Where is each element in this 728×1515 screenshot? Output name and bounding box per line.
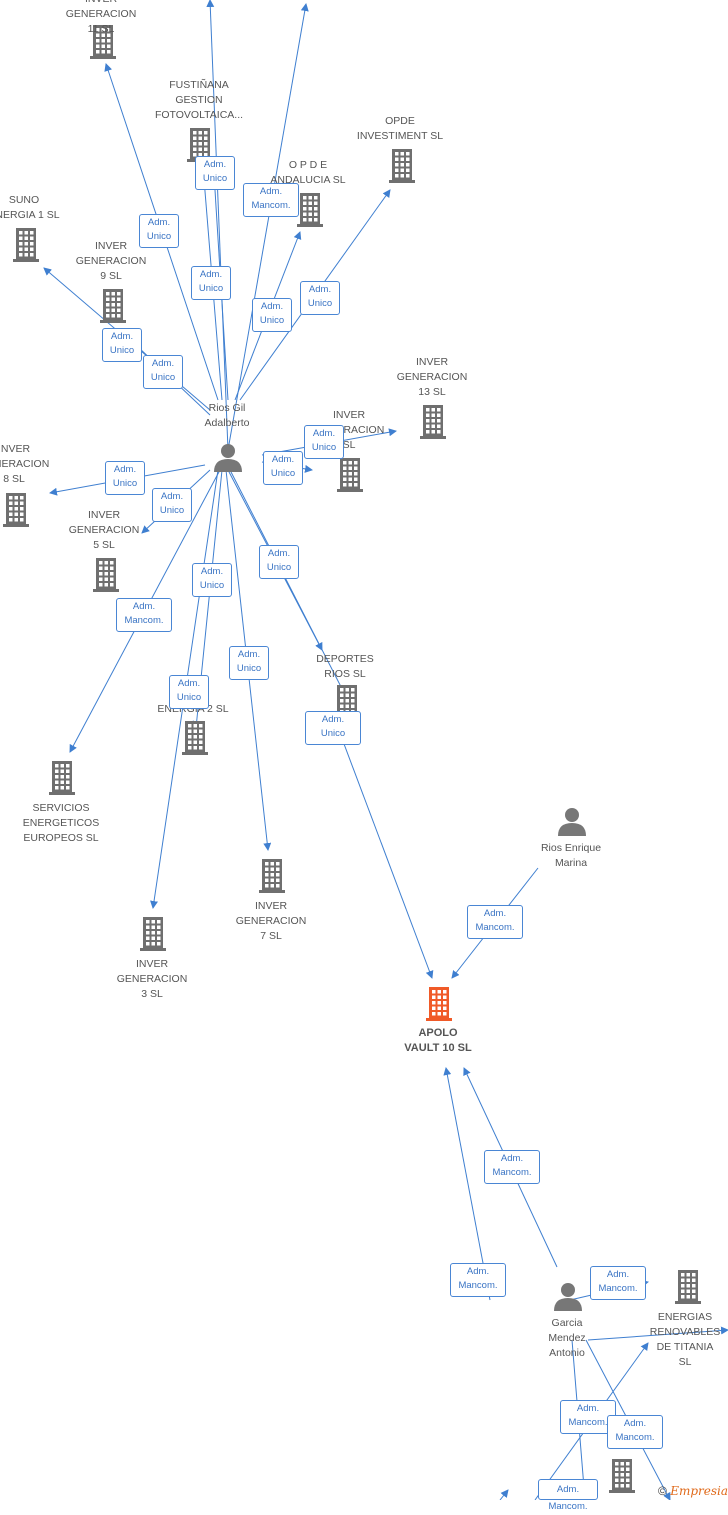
role-badge: Adm. Mancom. bbox=[116, 598, 172, 632]
role-badge: Adm. Unico bbox=[169, 675, 209, 709]
role-badge: Adm. Unico bbox=[139, 214, 179, 248]
role-badge: Adm. Unico bbox=[195, 156, 235, 190]
company-building-icon[interactable] bbox=[609, 1459, 635, 1493]
person-name-label[interactable]: Garcia Mendez Antonio bbox=[548, 1317, 586, 1359]
role-badge: Adm. Unico bbox=[191, 266, 231, 300]
company-building-icon[interactable] bbox=[337, 458, 363, 492]
role-badge: Adm. Unico bbox=[300, 281, 340, 315]
relation-edge bbox=[206, 0, 229, 451]
company-name-label[interactable]: FUSTIÑANA GESTION FOTOVOLTAICA... bbox=[154, 79, 244, 121]
role-badge: Adm. Unico bbox=[305, 711, 361, 745]
role-badge: Adm. Mancom. bbox=[467, 905, 523, 939]
company-building-icon[interactable] bbox=[13, 228, 39, 262]
role-badge: Adm. Unico bbox=[229, 646, 269, 680]
relation-edge bbox=[229, 469, 359, 721]
role-badge: Adm. Unico bbox=[105, 461, 145, 495]
footer-credit: © Empresia bbox=[658, 1484, 728, 1498]
relation-edge bbox=[587, 1326, 728, 1341]
role-badge: Adm. Unico bbox=[102, 328, 142, 362]
role-badge: Adm. Mancom. bbox=[607, 1415, 663, 1449]
company-name-label[interactable]: INVER GENERACION 5 SL bbox=[68, 509, 140, 551]
company-building-icon[interactable] bbox=[675, 1270, 701, 1304]
brand-logo[interactable]: Empresia bbox=[670, 1484, 728, 1498]
person-icon[interactable] bbox=[558, 808, 586, 836]
role-badge: Adm. Mancom. bbox=[590, 1266, 646, 1300]
company-name-label[interactable]: O P D E ANDALUCIA SL bbox=[270, 159, 346, 186]
role-badge: Adm. Unico bbox=[259, 545, 299, 579]
relation-edge bbox=[443, 1067, 491, 1301]
role-badge: Adm. Unico bbox=[143, 355, 183, 389]
role-badge: Adm. Mancom. bbox=[450, 1263, 506, 1297]
relation-edge bbox=[334, 719, 434, 979]
company-name-label[interactable]: SERVICIOS ENERGETICOS EUROPEOS SL bbox=[22, 802, 100, 844]
role-badge: Adm. Mancom. bbox=[538, 1479, 598, 1512]
role-badge: Adm. Unico bbox=[263, 451, 303, 485]
focus-company-icon[interactable] bbox=[426, 987, 452, 1021]
company-name-label[interactable]: INVER GENERACION 9 SL bbox=[75, 240, 147, 282]
copyright-symbol: © bbox=[658, 1484, 667, 1498]
company-building-icon[interactable] bbox=[49, 761, 75, 795]
relation-edge bbox=[227, 3, 309, 451]
company-name-label[interactable]: SUNO ENERGIA 1 SL bbox=[0, 194, 60, 221]
company-name-label[interactable]: ENERGIAS RENOVABLES DE TITANIA SL bbox=[649, 1311, 721, 1368]
company-building-icon[interactable] bbox=[297, 193, 323, 227]
company-name-label[interactable]: INVER GENERACION 11 SL bbox=[65, 0, 137, 35]
role-badge: Adm. Unico bbox=[152, 488, 192, 522]
company-building-icon[interactable] bbox=[259, 859, 285, 893]
company-name-label[interactable]: INVER GENERACION 13 SL bbox=[396, 356, 468, 398]
company-name-label[interactable]: APOLO VAULT 10 SL bbox=[404, 1027, 472, 1054]
role-badge: Adm. Unico bbox=[304, 425, 344, 459]
company-building-icon[interactable] bbox=[3, 493, 29, 527]
company-building-icon[interactable] bbox=[389, 149, 415, 183]
role-badge: Adm. Mancom. bbox=[484, 1150, 540, 1184]
role-badge: Adm. Unico bbox=[252, 298, 292, 332]
company-building-icon[interactable] bbox=[420, 405, 446, 439]
person-icon[interactable] bbox=[554, 1283, 582, 1311]
relation-edge bbox=[499, 1489, 509, 1500]
company-name-label[interactable]: INVER GENERACION 3 SL bbox=[116, 958, 188, 1000]
company-building-icon[interactable] bbox=[93, 558, 119, 592]
person-icon[interactable] bbox=[214, 444, 242, 472]
company-name-label[interactable]: INVER GENERACION 8 SL bbox=[0, 443, 50, 485]
company-building-icon[interactable] bbox=[90, 25, 116, 59]
role-badge: Adm. Unico bbox=[192, 563, 232, 597]
company-building-icon[interactable] bbox=[140, 917, 166, 951]
company-building-icon[interactable] bbox=[100, 289, 126, 323]
person-name-label[interactable]: Rios Gil Adalberto bbox=[204, 402, 250, 429]
role-badge: Adm. Mancom. bbox=[243, 183, 299, 217]
company-building-icon[interactable] bbox=[182, 721, 208, 755]
person-name-label[interactable]: Rios Enrique Marina bbox=[540, 842, 602, 869]
company-name-label[interactable]: OPDE INVESTIMENT SL bbox=[356, 115, 444, 142]
role-badge: Adm. Mancom. bbox=[560, 1400, 616, 1434]
company-name-label[interactable]: DEPORTES RIOS SL bbox=[316, 653, 374, 680]
company-name-label[interactable]: INVER GENERACION 7 SL bbox=[235, 900, 307, 942]
